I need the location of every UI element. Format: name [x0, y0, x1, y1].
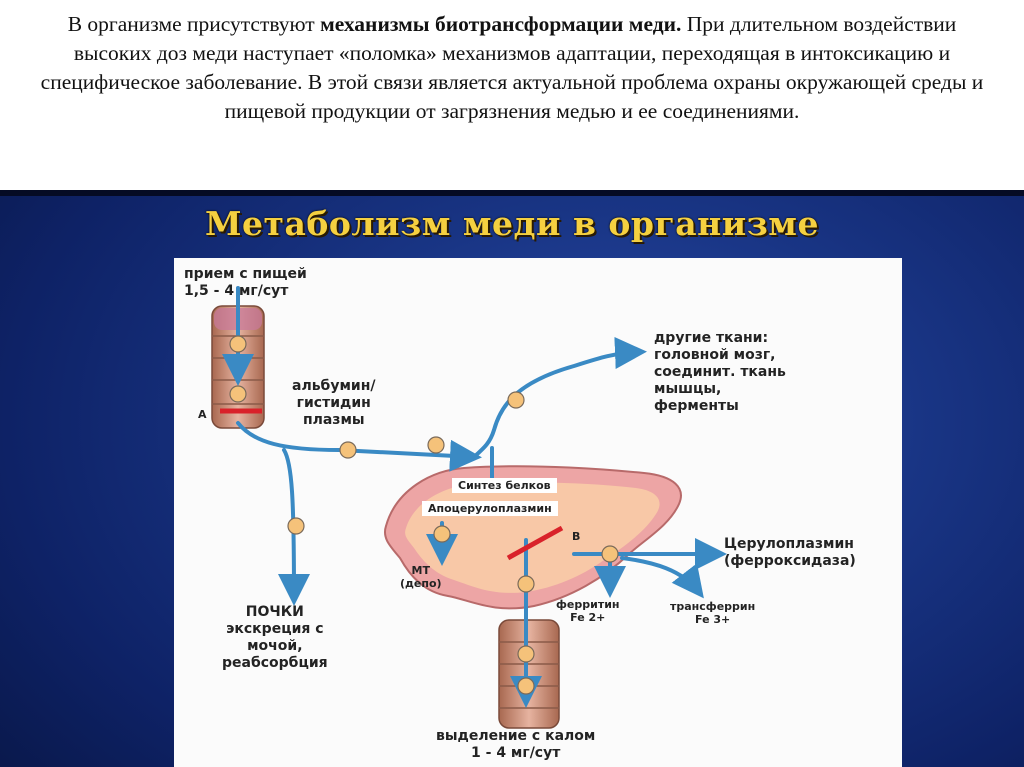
kidney-line2: экскреция с: [222, 621, 328, 638]
other-line3: соединит. ткань: [654, 364, 786, 381]
albumin-label: альбумин/ гистидин плазмы: [292, 378, 376, 429]
kidney-line4: реабсорбция: [222, 655, 328, 672]
kidney-line1: ПОЧКИ: [222, 604, 328, 621]
feces-line1: выделение с калом: [436, 728, 595, 745]
other-line5: ферменты: [654, 398, 786, 415]
intake-line2: 1,5 - 4 мг/сут: [184, 283, 307, 300]
slide-title: Метаболизм меди в организме: [0, 204, 1024, 243]
intake-label: прием с пищей 1,5 - 4 мг/сут: [184, 266, 307, 300]
other-tissues-label: другие ткани: головной мозг, соединит. т…: [654, 330, 786, 415]
feces-line2: 1 - 4 мг/сут: [436, 745, 595, 762]
mt-depot-label: МТ (депо): [400, 564, 442, 590]
other-line4: мышцы,: [654, 381, 786, 398]
ferritin-line1: ферритин: [556, 598, 620, 611]
marker-b-label: В: [572, 530, 580, 543]
ferritin-label: ферритин Fe 2+: [556, 598, 620, 624]
ceruloplasmin-label: Церулоплазмин (ферроксидаза): [724, 536, 856, 570]
albumin-line1: альбумин/: [292, 378, 376, 395]
albumin-line3: плазмы: [292, 412, 376, 429]
mt-line2: (депо): [400, 577, 442, 590]
cerulo-line1: Церулоплазмин: [724, 536, 856, 553]
transferrin-label: трансферрин Fe 3+: [670, 600, 755, 626]
intro-bold: механизмы биотрансформации меди.: [320, 12, 681, 36]
feces-label: выделение с калом 1 - 4 мг/сут: [436, 728, 595, 762]
other-line1: другие ткани:: [654, 330, 786, 347]
albumin-line2: гистидин: [292, 395, 376, 412]
intro-part1: В организме присутствуют: [68, 12, 320, 36]
transferrin-line2: Fe 3+: [670, 613, 755, 626]
cerulo-line2: (ферроксидаза): [724, 553, 856, 570]
ferritin-line2: Fe 2+: [556, 611, 620, 624]
kidney-label: ПОЧКИ экскреция с мочой, реабсорбция: [222, 604, 328, 672]
apoceruloplasmin-box: Апоцерулоплазмин: [422, 501, 558, 516]
kidney-line3: мочой,: [222, 638, 328, 655]
marker-a-label: А: [198, 408, 207, 421]
other-line2: головной мозг,: [654, 347, 786, 364]
intro-text: В организме присутствуют механизмы биотр…: [0, 0, 1024, 190]
copper-metabolism-diagram: прием с пищей 1,5 - 4 мг/сут А альбумин/…: [174, 258, 902, 767]
intestine-lower-icon: [499, 620, 559, 728]
protein-synthesis-box: Синтез белков: [452, 478, 557, 493]
mt-line1: МТ: [400, 564, 442, 577]
intake-line1: прием с пищей: [184, 266, 307, 283]
transferrin-line1: трансферрин: [670, 600, 755, 613]
